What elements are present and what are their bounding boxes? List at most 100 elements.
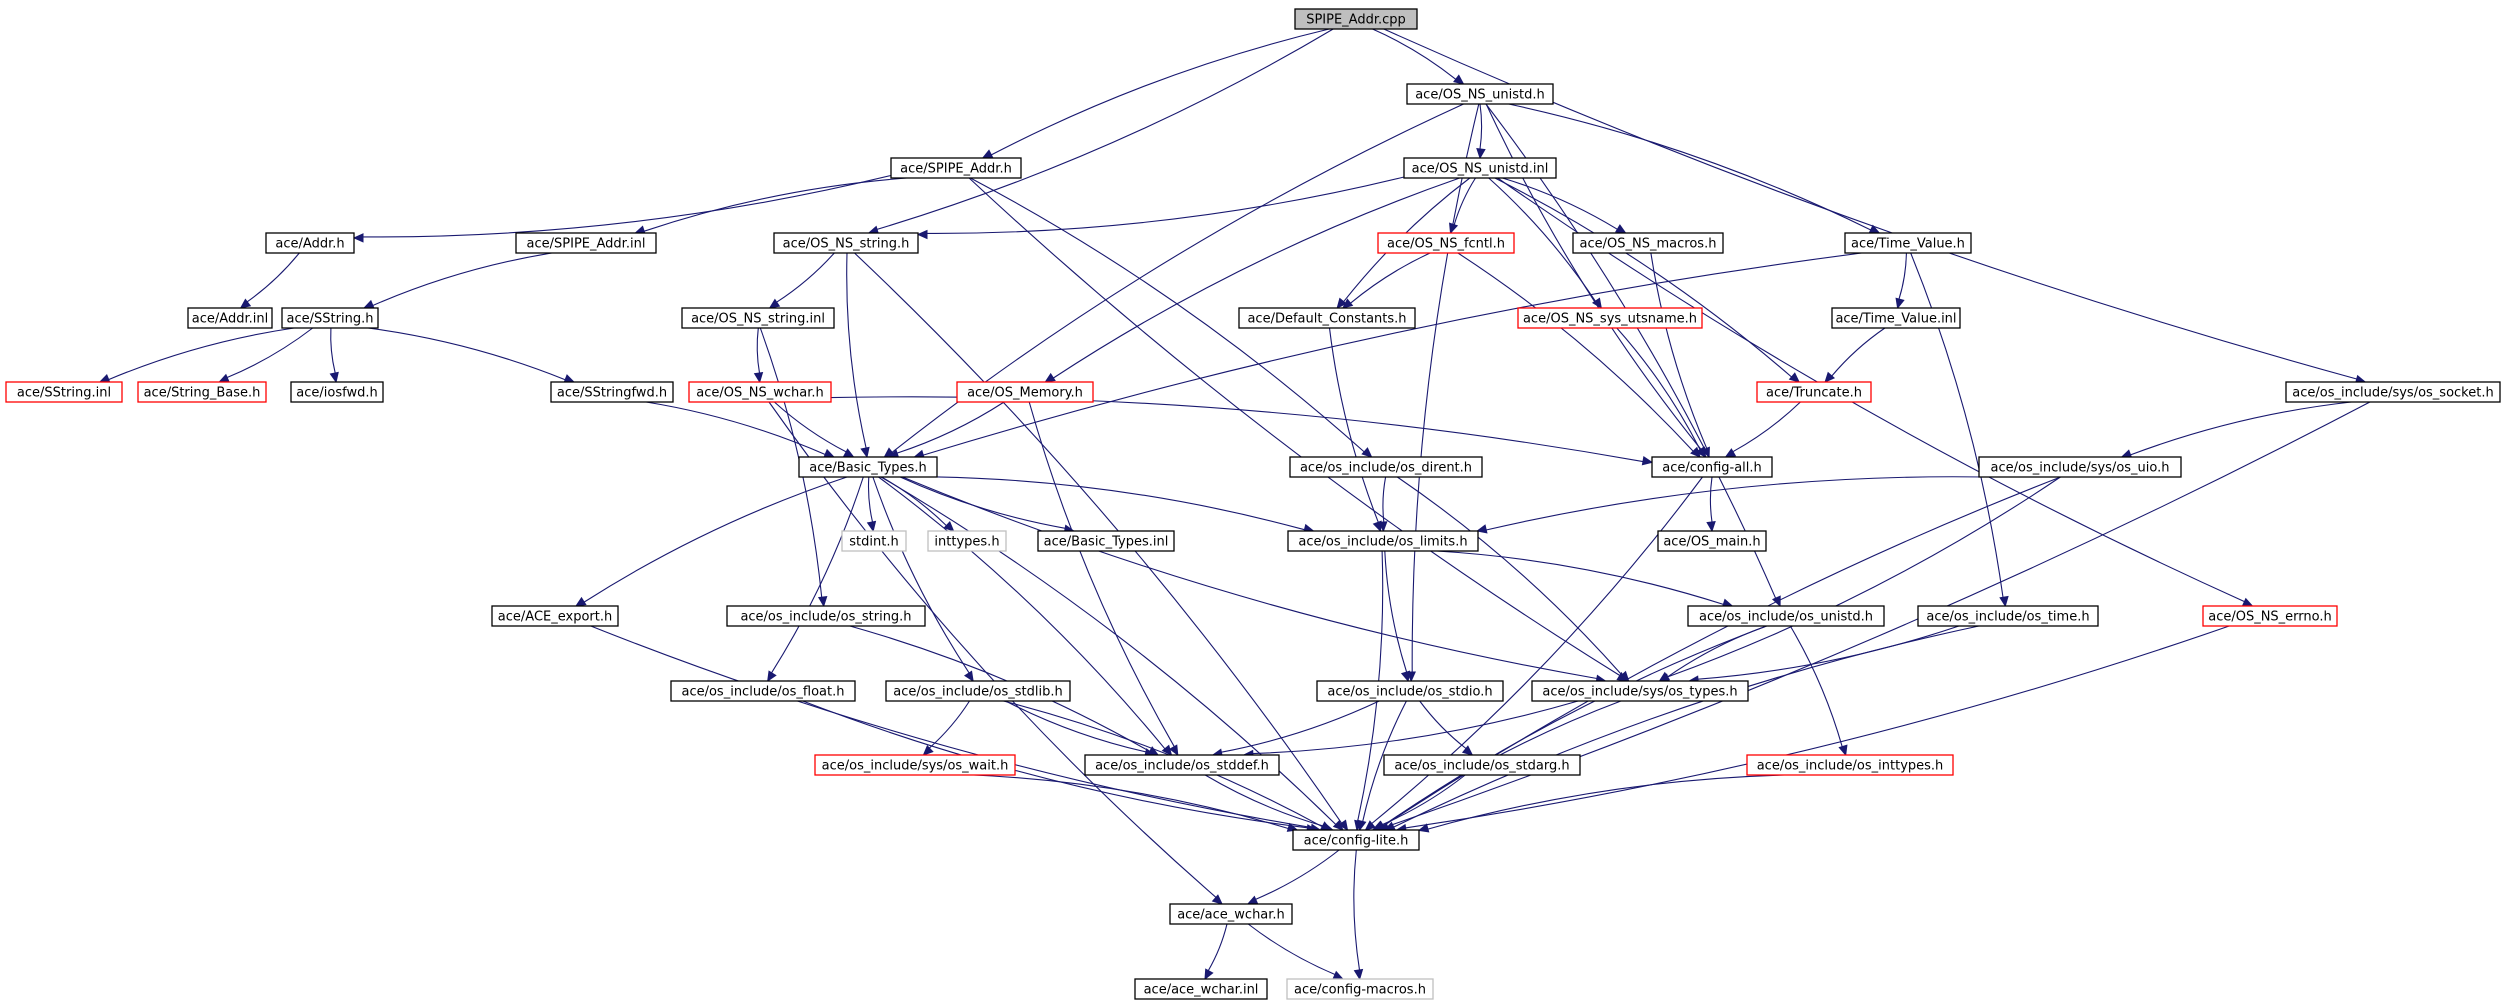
node-box: [890, 157, 1022, 179]
node-spipe-addr-h[interactable]: ace/SPIPE_Addr.h: [890, 157, 1022, 179]
edge-os_types_h-to-os_stddef_h: [1242, 700, 1579, 760]
node-label: ace/config-lite.h: [1304, 834, 1409, 849]
node-os-stdarg-h[interactable]: ace/os_include/os_stdarg.h: [1383, 754, 1581, 776]
node-time-value-h[interactable]: ace/Time_Value.h: [1844, 232, 1972, 254]
node-label: SPIPE_Addr.cpp: [1306, 13, 1406, 28]
node-label: ace/Basic_Types.h: [809, 461, 926, 476]
node-box: [1294, 8, 1418, 30]
edge-arrowhead: [981, 149, 994, 159]
node-inttypes-h[interactable]: inttypes.h: [927, 530, 1007, 552]
node-os-stddef-h[interactable]: ace/os_include/os_stddef.h: [1084, 754, 1280, 776]
edge-line: [246, 252, 300, 303]
edge-arrowhead: [768, 298, 781, 309]
node-string-h[interactable]: ace/OS_NS_string.h: [773, 232, 919, 254]
node-os-dirent-h[interactable]: ace/os_include/os_dirent.h: [1289, 456, 1483, 478]
edge-basic_types_h-to-os_stdlib_h: [872, 476, 974, 683]
node-ace-export-h[interactable]: ace/ACE_export.h: [491, 605, 619, 627]
edge-arrowhead: [1476, 148, 1486, 160]
node-os-socket-h[interactable]: ace/os_include/sys/os_socket.h: [2285, 381, 2501, 403]
node-errno-h[interactable]: ace/OS_NS_errno.h: [2202, 605, 2338, 627]
node-sstring-inl[interactable]: ace/SString.inl: [5, 381, 123, 403]
node-os-unistd-h[interactable]: ace/os_include/os_unistd.h: [1687, 605, 1885, 627]
node-box: [1169, 903, 1293, 925]
node-box: [1756, 381, 1872, 403]
node-ace-wchar-h[interactable]: ace/ace_wchar.h: [1169, 903, 1293, 925]
node-stdint-h[interactable]: stdint.h: [841, 530, 907, 552]
edge-os_stdio_h-to-os_stdarg_h: [1419, 700, 1474, 756]
edge-arrowhead: [98, 374, 111, 383]
edge-arrowhead: [916, 229, 928, 240]
node-spipe-addr-inl[interactable]: ace/SPIPE_Addr.inl: [515, 232, 657, 254]
node-string-inl[interactable]: ace/OS_NS_string.inl: [681, 307, 835, 329]
node-default-constants-h[interactable]: ace/Default_Constants.h: [1238, 307, 1416, 329]
node-os-main-h[interactable]: ace/OS_main.h: [1657, 530, 1767, 552]
node-sstringfwd-h[interactable]: ace/SStringfwd.h: [550, 381, 674, 403]
edge-basic_types_h-to-stdint_h: [866, 476, 877, 533]
edge-line: [1371, 476, 1703, 824]
node-config-lite-h[interactable]: ace/config-lite.h: [1292, 829, 1420, 851]
edge-os_memory_h-to-os_stddef_h: [1028, 401, 1179, 757]
edge-arrowhead: [1999, 595, 2009, 608]
node-basic-types-h[interactable]: ace/Basic_Types.h: [798, 456, 938, 478]
edge-arrowhead: [1338, 819, 1349, 832]
node-addr-inl[interactable]: ace/Addr.inl: [187, 307, 273, 329]
edge-basic_types_h-to-basic_types_inl: [899, 476, 1076, 534]
node-box: [281, 307, 379, 329]
edge-line: [1667, 625, 1767, 678]
edge-os_unistd_h-to-config_lite_h: [1374, 625, 1767, 831]
edge-arrowhead: [1591, 297, 1602, 310]
node-os-string-h[interactable]: ace/os_include/os_string.h: [726, 605, 926, 627]
edge-arrowhead: [352, 233, 364, 243]
node-ace-wchar-inl[interactable]: ace/ace_wchar.inl: [1134, 978, 1268, 1000]
node-os-wait-h[interactable]: ace/os_include/sys/os_wait.h: [814, 754, 1016, 776]
edge-arrowhead: [1641, 455, 1654, 466]
node-unistd-inl[interactable]: ace/OS_NS_unistd.inl: [1403, 157, 1557, 179]
node-label: ace/OS_NS_unistd.inl: [1412, 162, 1549, 177]
node-config-all-h[interactable]: ace/config-all.h: [1651, 456, 1773, 478]
node-os-stdio-h[interactable]: ace/os_include/os_stdio.h: [1316, 680, 1504, 702]
node-os-limits-h[interactable]: ace/os_include/os_limits.h: [1287, 530, 1479, 552]
node-os-uio-h[interactable]: ace/os_include/sys/os_uio.h: [1978, 456, 2182, 478]
edge-arrowhead: [1336, 297, 1347, 309]
edge-os_uio_h-to-os_limits_h: [1475, 476, 1986, 534]
node-macros-h[interactable]: ace/OS_NS_macros.h: [1572, 232, 1724, 254]
node-fcntl-h[interactable]: ace/OS_NS_fcntl.h: [1377, 232, 1515, 254]
node-label: ace/String_Base.h: [144, 386, 261, 401]
node-utsname-h[interactable]: ace/OS_NS_sys_utsname.h: [1517, 307, 1703, 329]
node-string-base-h[interactable]: ace/String_Base.h: [137, 381, 267, 403]
edge-line: [878, 476, 1166, 750]
node-label: ace/ACE_export.h: [498, 610, 612, 625]
node-box: [1572, 232, 1724, 254]
node-label: ace/config-macros.h: [1294, 983, 1426, 998]
edge-basic_types_h-to-os_stddef_h: [878, 476, 1173, 756]
node-config-macros-h[interactable]: ace/config-macros.h: [1286, 978, 1434, 1000]
edge-line: [1419, 700, 1467, 749]
node-box: [265, 232, 355, 254]
node-iosfwd-h[interactable]: ace/iosfwd.h: [290, 381, 384, 403]
edge-line: [1789, 625, 1843, 747]
node-label: ace/ace_wchar.inl: [1144, 983, 1259, 998]
edge-line: [1436, 550, 1724, 605]
node-box: [491, 605, 619, 627]
node-wchar-h[interactable]: ace/OS_NS_wchar.h: [688, 381, 832, 403]
node-os-memory-h[interactable]: ace/OS_Memory.h: [956, 381, 1094, 403]
edge-line: [362, 174, 892, 238]
node-os-float-h[interactable]: ace/os_include/os_float.h: [670, 680, 856, 702]
node-os-time-h[interactable]: ace/os_include/os_time.h: [1917, 605, 2099, 627]
node-truncate-h[interactable]: ace/Truncate.h: [1756, 381, 1872, 403]
edge-line: [1831, 327, 1886, 377]
node-os-inttypes-h[interactable]: ace/os_include/os_inttypes.h: [1746, 754, 1954, 776]
edge-default_constants_h-to-os_limits_h: [1328, 327, 1382, 533]
node-os-stdlib-h[interactable]: ace/os_include/os_stdlib.h: [885, 680, 1071, 702]
node-sstring-h[interactable]: ace/SString.h: [281, 307, 379, 329]
node-label: ace/os_include/os_stdlib.h: [893, 685, 1062, 700]
node-box: [814, 754, 1016, 776]
node-unistd-h[interactable]: ace/OS_NS_unistd.h: [1406, 83, 1554, 105]
node-addr-h[interactable]: ace/Addr.h: [265, 232, 355, 254]
node-box: [1517, 307, 1703, 329]
node-basic-types-inl[interactable]: ace/Basic_Types.inl: [1037, 530, 1175, 552]
node-label: ace/os_include/sys/os_types.h: [1542, 685, 1737, 700]
node-os-types-h[interactable]: ace/os_include/sys/os_types.h: [1531, 680, 1749, 702]
edge-line: [1362, 700, 1407, 822]
node-time-value-inl[interactable]: ace/Time_Value.inl: [1831, 307, 1961, 329]
